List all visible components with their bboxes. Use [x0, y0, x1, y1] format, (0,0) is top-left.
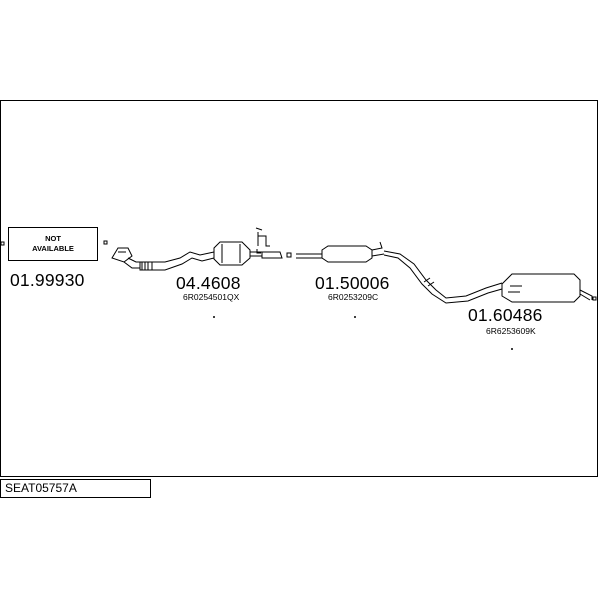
connector-marker	[103, 240, 108, 245]
middle-silencer-drawing	[296, 241, 503, 304]
catalytic-converter-drawing	[213, 227, 292, 266]
oem-number-6r0254501qx: 6R0254501QX	[183, 292, 240, 302]
not-available-line2: AVAILABLE	[32, 244, 74, 253]
rear-silencer-drawing	[501, 273, 597, 303]
front-pipe-drawing	[111, 247, 215, 271]
oem-number-6r6253609k: 6R6253609K	[486, 326, 536, 336]
not-available-box: NOT AVAILABLE	[8, 227, 98, 261]
model-code-label: SEAT05757A	[0, 479, 151, 498]
connector-marker	[0, 241, 5, 246]
part-number-01-99930: 01.99930	[10, 270, 85, 290]
part-number-01-50006: 01.50006	[315, 273, 390, 293]
oem-number-6r0253209c: 6R0253209C	[328, 292, 379, 302]
part-number-04-4608: 04.4608	[176, 273, 241, 293]
diagram-frame	[0, 100, 598, 477]
not-available-line1: NOT	[45, 234, 61, 243]
part-number-01-60486: 01.60486	[468, 305, 543, 325]
